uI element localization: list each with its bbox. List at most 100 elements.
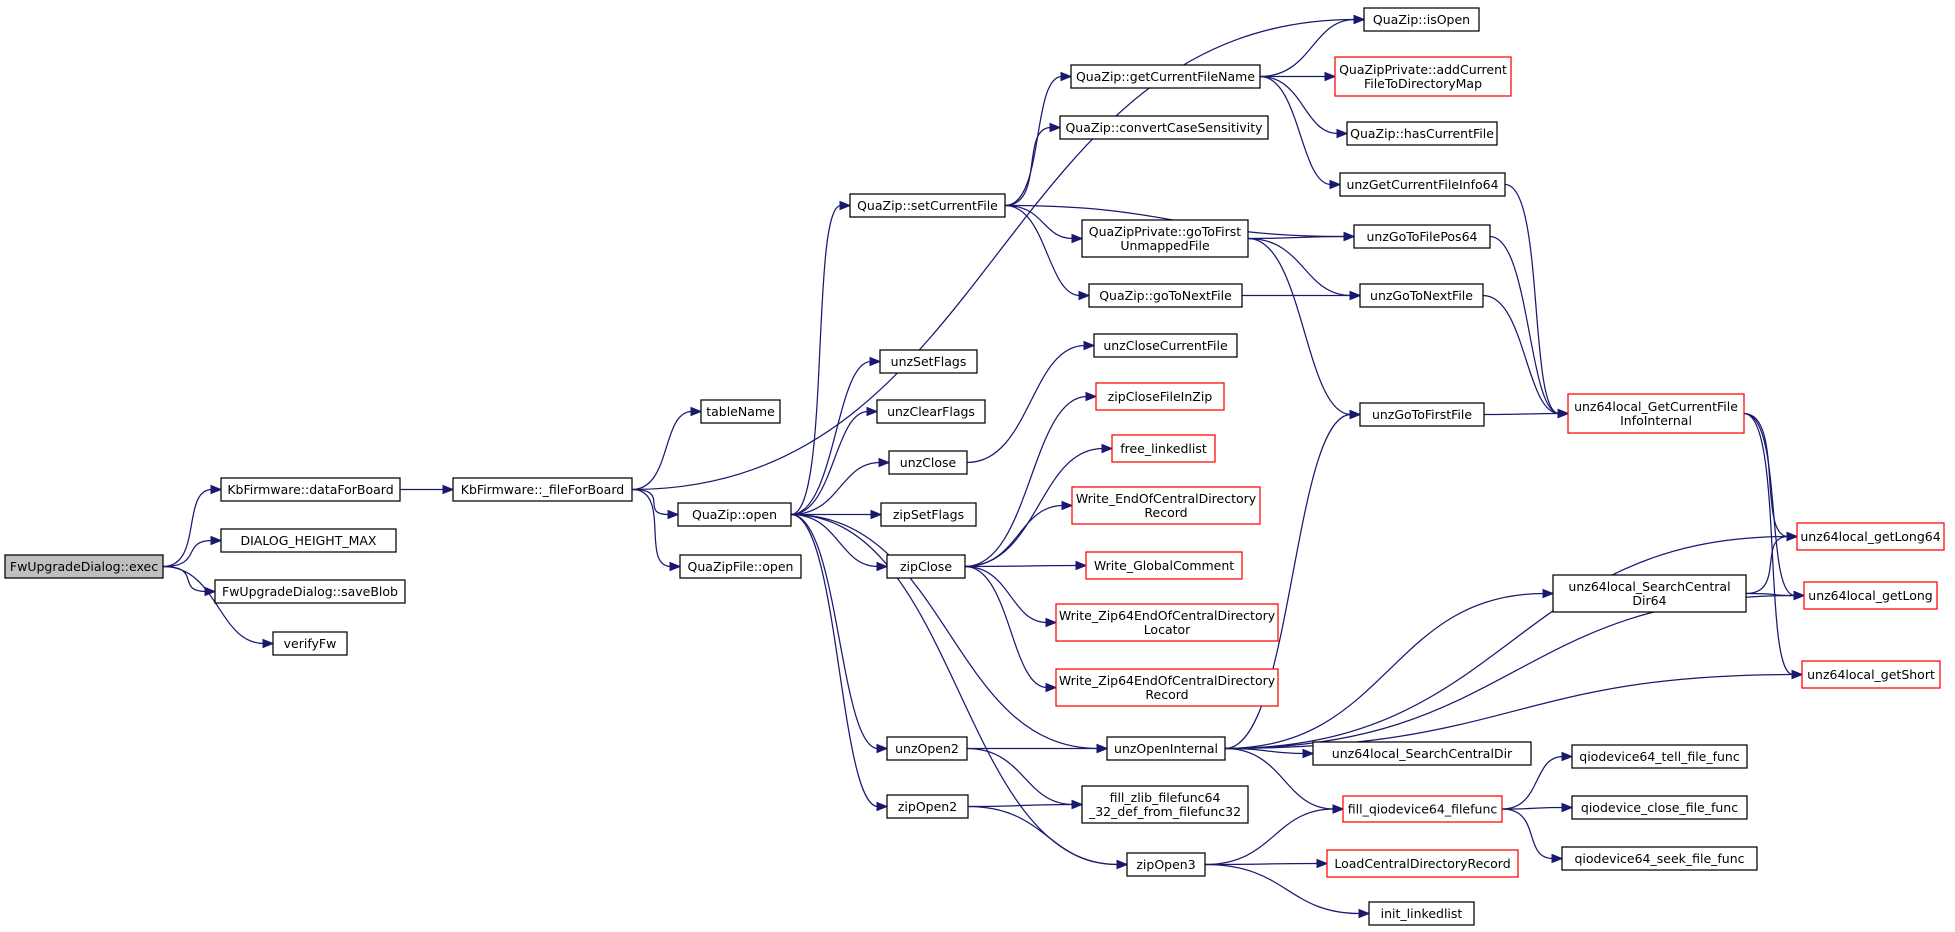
edge-line	[967, 805, 1119, 866]
node-label: zipOpen3	[1136, 857, 1195, 872]
node-unzClearFlags[interactable]: unzClearFlags	[876, 399, 986, 424]
edge-arrowhead	[1116, 859, 1129, 870]
node-label: zipClose	[900, 559, 952, 574]
node-searchCentralDir[interactable]: unz64local_SearchCentralDir	[1312, 741, 1532, 766]
edge-arrowhead	[1336, 128, 1349, 139]
node-saveBlob[interactable]: FwUpgradeDialog::saveBlob	[214, 579, 406, 604]
edge-unzGoToFirstFile-to-getCurrentFileInfoInternal	[1483, 408, 1570, 419]
edge-arrowhead	[1075, 560, 1088, 571]
edge-line	[162, 488, 213, 568]
node-unzGoToFirstFile[interactable]: unzGoToFirstFile	[1359, 402, 1485, 427]
node-zipSetFlags[interactable]: zipSetFlags	[880, 502, 977, 527]
node-box	[1368, 901, 1475, 926]
node-unzOpen2[interactable]: unzOpen2	[886, 736, 968, 761]
node-label: unz64local_SearchCentral	[1568, 579, 1730, 594]
node-getLong[interactable]: unz64local_getLong	[1803, 581, 1938, 610]
node-verifyFw[interactable]: verifyFw	[272, 631, 348, 656]
node-loadCentralDir[interactable]: LoadCentralDirectoryRecord	[1326, 849, 1519, 878]
node-label: unz64local_SearchCentralDir	[1332, 746, 1513, 761]
edge-zipOpen3-to-fillQiodevice	[1204, 804, 1345, 866]
node-tableName[interactable]: tableName	[700, 399, 781, 424]
node-dhmax[interactable]: DIALOG_HEIGHT_MAX	[220, 528, 397, 553]
node-qioClose[interactable]: qiodevice_close_file_func	[1571, 795, 1748, 820]
node-unzClose[interactable]: unzClose	[888, 450, 968, 475]
edge-line	[631, 18, 1356, 491]
node-qioTell[interactable]: qiodevice64_tell_file_func	[1571, 744, 1748, 769]
node-label: init_linkedlist	[1381, 906, 1463, 921]
node-writeGlobalComment[interactable]: Write_GlobalComment	[1085, 551, 1243, 580]
node-box	[888, 450, 968, 475]
node-setCurrentFile[interactable]: QuaZip::setCurrentFile	[849, 193, 1006, 218]
edge-arrowhead	[876, 801, 889, 812]
edge-line	[1004, 204, 1081, 297]
edge-goToNextFileQZ-to-unzGoToNextFile	[1242, 290, 1362, 301]
edge-arrowhead	[1353, 14, 1366, 25]
edge-line	[790, 513, 1099, 750]
node-unzOpenInternal[interactable]: unzOpenInternal	[1106, 736, 1226, 761]
edge-arrowhead	[839, 200, 852, 211]
edge-unzOpenInternal-to-getLong	[1224, 590, 1806, 750]
node-zipOpen3[interactable]: zipOpen3	[1126, 852, 1206, 877]
node-qzIsOpen[interactable]: QuaZip::isOpen	[1363, 7, 1480, 32]
node-label: Write_EndOfCentralDirectory	[1076, 491, 1257, 506]
edge-qzopen-to-unzClearFlags	[790, 406, 879, 516]
edge-setCurrentFile-to-goToNextFileQZ	[1004, 204, 1091, 301]
edge-line	[967, 803, 1074, 808]
node-label: InfoInternal	[1620, 413, 1692, 428]
node-getShort[interactable]: unz64local_getShort	[1801, 660, 1941, 689]
node-unzGetCurrentFileInfo64[interactable]: unzGetCurrentFileInfo64	[1339, 172, 1506, 197]
node-qzopen[interactable]: QuaZip::open	[677, 502, 792, 527]
edge-arrowhead	[1551, 853, 1564, 864]
edge-arrowhead	[869, 356, 882, 367]
edge-zipClose-to-writeEOCD	[964, 500, 1074, 568]
node-zipClose[interactable]: zipClose	[886, 554, 966, 579]
node-zipOpen2[interactable]: zipOpen2	[886, 794, 969, 819]
edge-qzopen-to-zipClose	[790, 513, 889, 572]
node-box	[452, 477, 633, 502]
node-addCurrentFile[interactable]: QuaZipPrivate::addCurrentFileToDirectory…	[1334, 56, 1512, 97]
node-label: DIALOG_HEIGHT_MAX	[240, 533, 376, 548]
node-qioSeek[interactable]: qiodevice64_seek_file_func	[1561, 846, 1758, 871]
node-convertCase[interactable]: QuaZip::convertCaseSensitivity	[1059, 115, 1269, 140]
node-getCurrentFileName[interactable]: QuaZip::getCurrentFileName	[1070, 64, 1261, 89]
node-fillQiodevice[interactable]: fill_qiodevice64_filefunc	[1342, 795, 1503, 823]
node-label: unzGoToFilePos64	[1367, 229, 1478, 244]
node-unzCloseCurrentFile[interactable]: unzCloseCurrentFile	[1093, 333, 1238, 358]
edge-arrowhead	[1302, 748, 1315, 759]
node-fileForBoard[interactable]: KbFirmware::_fileForBoard	[452, 477, 633, 502]
node-dataForBoard[interactable]: KbFirmware::dataForBoard	[220, 477, 401, 502]
edge-arrowhead	[1791, 669, 1804, 680]
node-zipCloseFileInZip[interactable]: zipCloseFileInZip	[1095, 382, 1225, 411]
edge-arrowhead	[870, 509, 883, 520]
node-unzGoToFilePos64[interactable]: unzGoToFilePos64	[1353, 224, 1491, 249]
node-unzSetFlags[interactable]: unzSetFlags	[879, 349, 978, 374]
edge-fileForBoard-to-qzfopen	[631, 488, 682, 572]
edge-line	[1745, 592, 1796, 597]
call-edges	[162, 14, 1806, 919]
node-label: unz64local_getLong	[1808, 588, 1932, 603]
node-getLong64[interactable]: unz64local_getLong64	[1796, 522, 1945, 551]
node-exec[interactable]: FwUpgradeDialog::exec	[4, 554, 164, 579]
node-unzGoToNextFile[interactable]: unzGoToNextFile	[1359, 283, 1484, 308]
node-freeLinkedlist[interactable]: free_linkedlist	[1111, 434, 1216, 463]
edge-line	[964, 565, 1048, 624]
node-hasCurrentFile[interactable]: QuaZip::hasCurrentFile	[1346, 121, 1498, 146]
edge-line	[1224, 747, 1335, 810]
node-qzfopen[interactable]: QuaZipFile::open	[679, 554, 802, 579]
edge-arrowhead	[1083, 340, 1096, 351]
edge-unzOpenInternal-to-unzGoToFirstFile	[1224, 409, 1362, 750]
edge-qzopen-to-unzSetFlags	[790, 356, 882, 516]
edge-fileForBoard-to-tableName	[631, 406, 703, 491]
edge-line	[1489, 235, 1560, 415]
node-fillZlib[interactable]: fill_zlib_filefunc64_32_def_from_filefun…	[1081, 785, 1249, 824]
node-goToNextFileQZ[interactable]: QuaZip::goToNextFile	[1088, 283, 1243, 308]
edge-line	[1745, 535, 1789, 595]
node-initLinkedlist[interactable]: init_linkedlist	[1368, 901, 1475, 926]
